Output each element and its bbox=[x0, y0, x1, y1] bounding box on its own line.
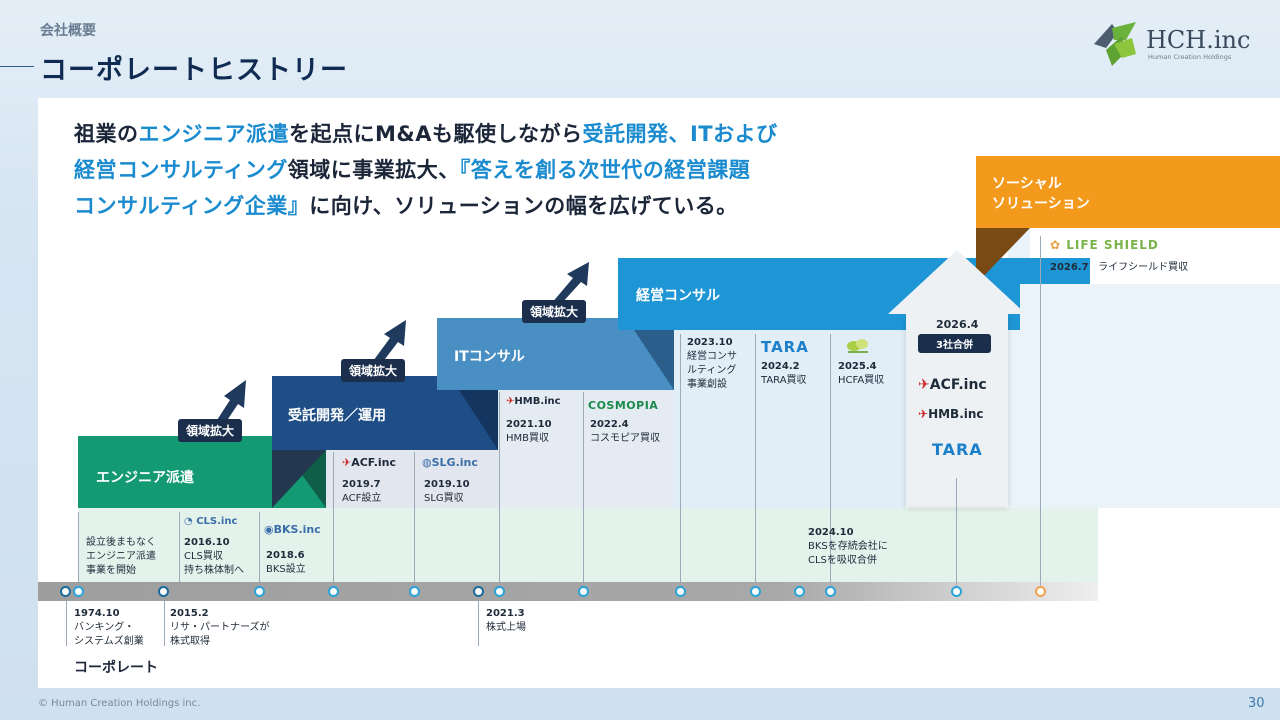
leader-line bbox=[333, 452, 334, 592]
leader-line bbox=[583, 392, 584, 592]
timeline-dot bbox=[254, 586, 265, 597]
band-contract-label: 受託開発／運用 bbox=[288, 408, 386, 424]
timeline-dot bbox=[951, 586, 962, 597]
section-label: 会社概要 bbox=[40, 23, 96, 39]
hch-leaf-icon bbox=[1094, 22, 1136, 66]
logo-cosmopia: COSMOPIA bbox=[588, 399, 659, 412]
timeline-dot bbox=[494, 586, 505, 597]
band-it-shadow bbox=[626, 318, 674, 390]
merge-badge: 3社合併 bbox=[918, 334, 991, 353]
event-founding-start: 設立後まもなくエンジニア派遣事業を開始 bbox=[86, 537, 156, 576]
leader-line bbox=[499, 392, 500, 592]
expand-badge-3: 領域拡大 bbox=[522, 300, 587, 323]
band-mgmt-ext bbox=[1020, 258, 1090, 284]
company-logo bbox=[1092, 18, 1144, 74]
merge-logo-acf: ✈ACF.inc bbox=[918, 377, 987, 393]
merge-arrow-head bbox=[888, 250, 1026, 314]
leader-line bbox=[259, 512, 260, 592]
cls-swirl-icon: ◔ bbox=[184, 516, 193, 527]
timeline-dot bbox=[473, 586, 484, 597]
lifeshield-flower-icon: ✿ bbox=[1050, 238, 1062, 252]
bks-circle-icon: ◉ bbox=[264, 523, 274, 536]
leader-line bbox=[66, 592, 67, 646]
mgmt-zone bbox=[674, 330, 906, 508]
leader-line bbox=[830, 334, 831, 592]
logo-acf: ✈ACF.inc bbox=[342, 456, 397, 469]
leader-line bbox=[680, 334, 681, 592]
leader-line bbox=[414, 452, 415, 592]
corporate-label: コーポレート bbox=[74, 660, 158, 676]
merge-date: 2026.4 bbox=[936, 318, 979, 331]
hcfa-leaf-icon bbox=[844, 336, 872, 360]
contract-zone bbox=[326, 450, 498, 508]
timeline-dot bbox=[750, 586, 761, 597]
timeline-dot bbox=[825, 586, 836, 597]
expand-arrow-icon bbox=[551, 262, 589, 304]
logo-subtitle: Human Creation Holdings bbox=[1148, 53, 1232, 61]
leader-line bbox=[478, 592, 479, 646]
leader-line bbox=[956, 478, 957, 592]
band-mgmt-label: 経営コンサル bbox=[636, 288, 720, 304]
timeline-dot bbox=[1035, 586, 1046, 597]
merge-logo-hmb: ✈HMB.inc bbox=[918, 407, 984, 421]
merge-logo-tara: TARA bbox=[932, 440, 983, 459]
it-zone bbox=[498, 390, 674, 508]
timeline-dot bbox=[675, 586, 686, 597]
leader-line bbox=[179, 512, 180, 592]
logo-wordmark: HCH.inc bbox=[1146, 26, 1251, 54]
slg-icon: ◍ bbox=[422, 456, 432, 469]
leader-line bbox=[1040, 236, 1041, 592]
logo-cls: ◔ CLS.inc bbox=[184, 516, 238, 527]
band-engineer-label: エンジニア派遣 bbox=[96, 470, 194, 486]
band-it-label: ITコンサル bbox=[454, 349, 525, 365]
event-lifeshield: 2026.7 ライフシールド買収 bbox=[1050, 262, 1189, 273]
logo-slg: ◍SLG.inc bbox=[422, 456, 478, 469]
expand-arrow-icon bbox=[368, 320, 406, 368]
logo-hmb: ✈HMB.inc bbox=[506, 396, 561, 407]
band-social bbox=[976, 156, 1280, 228]
timeline-dot bbox=[158, 586, 169, 597]
lead-paragraph: 祖業のエンジニア派遣を起点にM&Aも駆使しながら受託開発、ITおよび 経営コンサ… bbox=[74, 122, 778, 218]
expand-badge-1: 領域拡大 bbox=[178, 419, 243, 442]
timeline-dot bbox=[328, 586, 339, 597]
logo-lifeshield: ✿ LIFE SHIELD bbox=[1050, 238, 1159, 252]
timeline-dot bbox=[794, 586, 805, 597]
timeline-dot bbox=[409, 586, 420, 597]
footer-copyright: © Human Creation Holdings inc. bbox=[38, 698, 201, 709]
page-title: コーポレートヒストリー bbox=[40, 55, 348, 86]
leader-line bbox=[755, 334, 756, 592]
band-social-label: ソーシャルソリューション bbox=[992, 176, 1090, 212]
leader-line bbox=[164, 592, 165, 646]
leader-line bbox=[78, 512, 79, 592]
expand-badge-2: 領域拡大 bbox=[341, 359, 406, 382]
logo-bks: ◉BKS.inc bbox=[264, 523, 321, 536]
timeline-dot bbox=[60, 586, 71, 597]
title-rule bbox=[0, 66, 34, 67]
timeline-dot bbox=[73, 586, 84, 597]
band-contract-fold bbox=[272, 450, 326, 508]
logo-tara: TARA bbox=[761, 338, 809, 356]
engineer-zone bbox=[78, 508, 1098, 582]
timeline-dot bbox=[578, 586, 589, 597]
page-number: 30 bbox=[1248, 696, 1265, 711]
timeline-bar bbox=[38, 582, 1098, 601]
